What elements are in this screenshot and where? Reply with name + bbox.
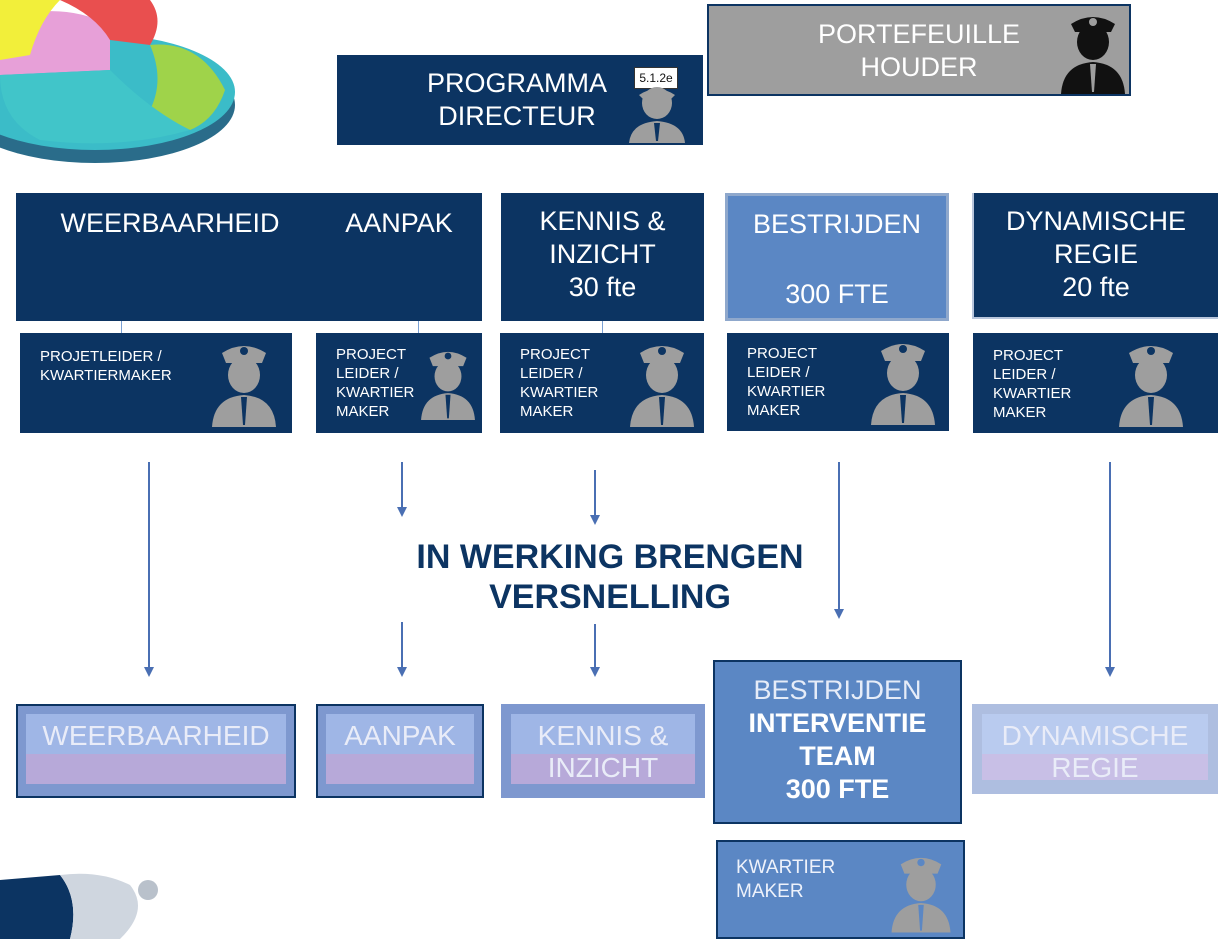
kennis-inzicht-title: KENNIS & INZICHT 30 fte [539, 206, 666, 302]
bottom-dynamische-label: DYNAMISCHE REGIE [1001, 720, 1189, 783]
dynamische-regie-box: DYNAMISCHE REGIE 20 fte [972, 193, 1218, 319]
bottom-bestrijden-title: BESTRIJDEN INTERVENTIE TEAM 300 FTE [748, 675, 927, 804]
aanpak-box: AANPAK [316, 193, 482, 321]
code-badge: 5.1.2e [634, 67, 678, 89]
bottom-kennis-label: KENNIS & INZICHT [537, 720, 669, 783]
officer-person-icon [624, 339, 700, 427]
officer-person-icon [416, 339, 480, 427]
leader-label: PROJECT LEIDER / KWARTIER MAKER [993, 347, 1072, 421]
bestrijden-fte: 300 FTE [785, 279, 889, 309]
connector-line [121, 321, 122, 333]
leader-box-bestrijden: PROJECT LEIDER / KWARTIER MAKER [727, 333, 949, 431]
officer-person-icon [865, 337, 941, 425]
programma-directeur-box: PROGRAMMA DIRECTEUR 5.1.2e [337, 55, 703, 145]
programma-directeur-title: PROGRAMMA DIRECTEUR [426, 68, 607, 131]
bottom-aanpak-label: AANPAK [344, 720, 456, 751]
officer-person-icon [886, 848, 956, 936]
bottom-bestrijden-box: BESTRIJDEN INTERVENTIE TEAM 300 FTE [713, 660, 962, 824]
bottom-kennis-box: KENNIS & INZICHT [501, 704, 705, 798]
bottom-aanpak-box: AANPAK [316, 704, 484, 798]
officer-person-icon [1055, 8, 1131, 94]
connector-line [602, 321, 603, 333]
leader-label: PROJETLEIDER / KWARTIERMAKER [40, 348, 172, 384]
leader-box-dynamische: PROJECT LEIDER / KWARTIER MAKER [973, 333, 1218, 433]
officer-person-icon [619, 85, 695, 143]
dynamische-regie-title: DYNAMISCHE REGIE 20 fte [1005, 206, 1187, 302]
officer-person-icon [206, 339, 282, 427]
bottom-weerbaarheid-label: WEERBAARHEID [42, 720, 270, 751]
leader-box-aanpak: PROJECT LEIDER / KWARTIER MAKER [316, 333, 482, 433]
kennis-inzicht-box: KENNIS & INZICHT 30 fte [501, 193, 704, 321]
bestrijden-title: BESTRIJDEN [752, 209, 922, 239]
bottom-weerbaarheid-box: WEERBAARHEID [16, 704, 296, 798]
leader-box-kennis: PROJECT LEIDER / KWARTIER MAKER [500, 333, 704, 433]
connector-line [418, 321, 419, 333]
weerbaarheid-title: WEERBAARHEID [60, 208, 280, 238]
weerbaarheid-box: WEERBAARHEID [16, 193, 324, 321]
portefeuille-houder-box: PORTEFEUILLE HOUDER [707, 4, 1131, 96]
box-fill-top [982, 714, 1208, 754]
officer-person-icon [1113, 339, 1189, 427]
puzzle-pieces-icon [0, 0, 235, 163]
leader-box-weerbaarheid: PROJETLEIDER / KWARTIERMAKER [20, 333, 292, 433]
box-fill-top [326, 714, 474, 754]
aanpak-title: AANPAK [345, 208, 453, 238]
leader-label: PROJECT LEIDER / KWARTIER MAKER [336, 346, 415, 420]
box-fill-top [26, 714, 286, 754]
box-fill-top [511, 714, 695, 754]
leader-label: PROJECT LEIDER / KWARTIER MAKER [747, 345, 826, 419]
kwartiermaker-label: KWARTIER MAKER [736, 857, 836, 902]
portefeuille-houder-title: PORTEFEUILLE HOUDER [817, 19, 1021, 82]
leader-label: PROJECT LEIDER / KWARTIER MAKER [520, 346, 599, 420]
kwartiermaker-box: KWARTIER MAKER [716, 840, 965, 939]
center-heading: IN WERKING BRENGEN VERSNELLING [416, 538, 804, 616]
map-fragment-icon [0, 873, 158, 939]
bestrijden-box: BESTRIJDEN 300 FTE [725, 193, 949, 321]
bottom-dynamische-box: DYNAMISCHE REGIE [972, 704, 1218, 794]
